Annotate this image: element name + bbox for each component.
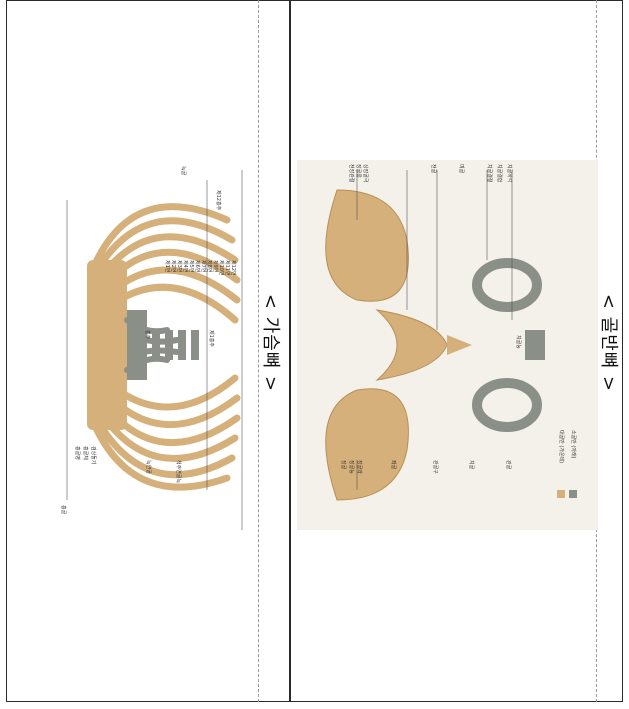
label-xiphoid: 검상돌기 [90, 446, 97, 464]
legend-greater: 대골반 (가운데) [558, 430, 565, 463]
label-sacroiliac: 천장관절 [348, 164, 355, 182]
sacrum-shape [377, 310, 447, 380]
pelvis-illustration [297, 160, 598, 530]
column-divider [289, 0, 291, 702]
label-iliac-fossa: 장골와 [356, 460, 363, 474]
thorax-caption: < 가슴뼈 > [259, 293, 285, 393]
label-t12: 제12흉추 [215, 190, 222, 210]
ilium-left-shape [326, 389, 409, 500]
label-pubic-crest: 치골능 [515, 335, 522, 349]
label-t1: 제1흉추 [208, 330, 215, 347]
label-intercostal: 척추연골늑 [175, 460, 182, 483]
rib-cage-illustration [57, 160, 253, 538]
label-sternum: 흉골 [60, 505, 67, 514]
obturator-left [477, 383, 537, 427]
label-asis: 상장골극 [362, 164, 369, 182]
pubic-symphysis-shape [525, 330, 545, 360]
legend-lesser: 소골반 (아래) [570, 430, 577, 459]
obturator-right [477, 263, 537, 307]
label-sacrum: 천골 [430, 164, 437, 173]
label-vertebra: 흉추 [144, 330, 151, 339]
label-hip: 관골 [505, 460, 512, 469]
pelvis-caption: < 골반뼈 > [597, 293, 623, 393]
label-crest: 장골릉 [355, 164, 362, 178]
legend-lesser-swatch [569, 490, 577, 498]
thorax-figure: 늑골 제1번 제2번 제3번 제4번 제5번 제6번 제7번 제8번 제9번 제… [57, 160, 253, 538]
label-ilium: 장골 [340, 460, 347, 469]
label-body: 흉골체 [82, 446, 89, 460]
label-pubis: 치골 [468, 460, 475, 469]
label-ischium: 좌골 [390, 460, 397, 469]
legend-greater-swatch [557, 490, 565, 498]
label-pubic-tubercle: 치골결절 [486, 164, 493, 182]
label-costal-cartilage: 늑연골 [145, 460, 152, 474]
ilium-right-shape [326, 190, 409, 301]
label-pubic-symphysis: 치골결합 [496, 164, 503, 182]
label-iliac-crest: 장골능 [348, 460, 355, 474]
coccyx-shape [447, 335, 472, 355]
label-rib12: 제12번 [230, 260, 237, 276]
label-pubic-arch: 치골하각 [506, 164, 513, 182]
label-ribs: 늑골 [180, 166, 187, 175]
label-acetabulum: 관골구 [432, 460, 439, 474]
label-manubrium: 흉골병 [74, 446, 81, 460]
pelvis-figure: 천장관절 장골릉 상장골극 천골 미골 치골결절 치골결합 치골하각 치골능 장… [297, 160, 598, 530]
label-coccyx: 미골 [458, 164, 465, 173]
